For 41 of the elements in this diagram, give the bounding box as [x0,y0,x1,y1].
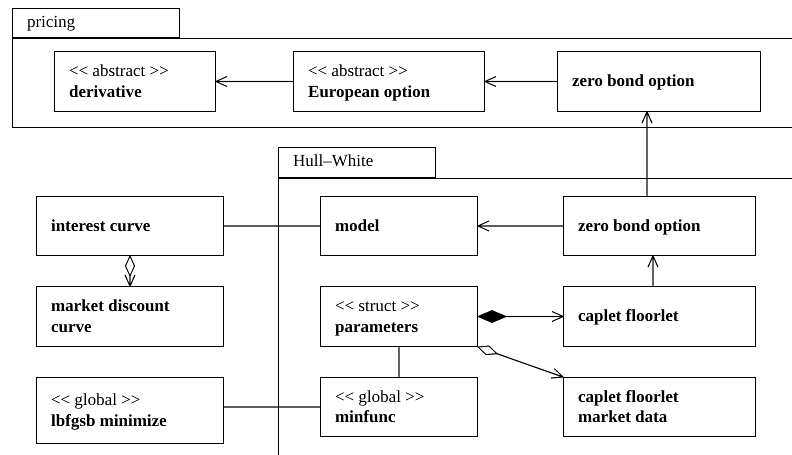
class-box [563,286,756,347]
class-name: zero bond option [578,216,702,236]
connector-arrow [484,76,557,88]
class-name: caplet floorlet [578,306,680,327]
class-name: zero bond option [572,71,696,92]
class-box [563,196,756,256]
class-box [36,286,224,347]
stereotype-label: << struct >> [335,296,421,316]
stereotype-label: << global >> [51,390,142,410]
class-name: interest curve [51,216,152,236]
connector-arrow [215,76,293,88]
package-frame [12,8,792,128]
stereotype-label: << abstract >> [69,61,170,82]
class-box [293,51,485,112]
class-name: caplet floorlet market data [578,386,680,428]
class-box [36,196,224,256]
connector-arrow [477,346,564,379]
package-name: Hull–White [278,147,436,178]
class-name: lbfgsb minimize [51,410,168,431]
class-name: model [335,216,380,236]
connector-arrow [478,310,564,323]
class-box [320,377,478,437]
connector-arrow [477,220,563,232]
class-box [36,377,224,444]
package-name: pricing [12,8,180,38]
class-box [54,51,216,112]
class-name: European option [308,82,432,102]
package-frame [278,147,792,455]
class-box [563,377,756,437]
class-name: parameters [335,316,420,337]
class-box [557,51,761,112]
stereotype-label: << abstract >> [308,61,409,82]
class-name: derivative [69,82,143,102]
connector-arrow [647,255,659,286]
class-box [320,196,478,256]
class-name: market discount curve [51,296,171,337]
connector-arrow [641,111,653,196]
stereotype-label: << global >> [335,386,426,407]
connector-arrow [124,255,136,287]
class-name: minfunc [335,407,396,428]
class-box [320,286,478,347]
